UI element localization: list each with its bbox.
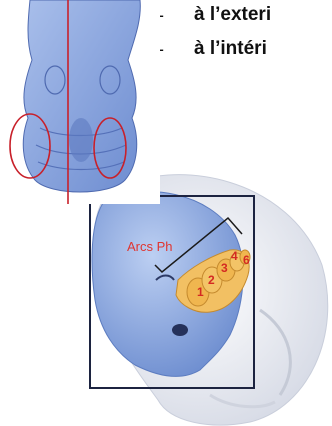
- bullet-text: à l’intéri: [194, 38, 267, 60]
- arch-number: 4: [231, 249, 238, 263]
- bullet-exterior: - à l’exteri: [158, 2, 271, 28]
- arches-label: Arcs Ph: [127, 239, 173, 254]
- embryo-frontal-view-illustration: [0, 0, 160, 204]
- bullet-text: à l’exteri: [194, 4, 271, 26]
- arch-number: 6: [243, 253, 250, 267]
- arch-number: 2: [208, 273, 215, 287]
- arch-number: 1: [197, 285, 204, 299]
- arch-number: 3: [221, 261, 228, 275]
- bullet-interior: - à l’intéri: [158, 36, 267, 62]
- embryo-frontal-view-figure: [0, 0, 160, 204]
